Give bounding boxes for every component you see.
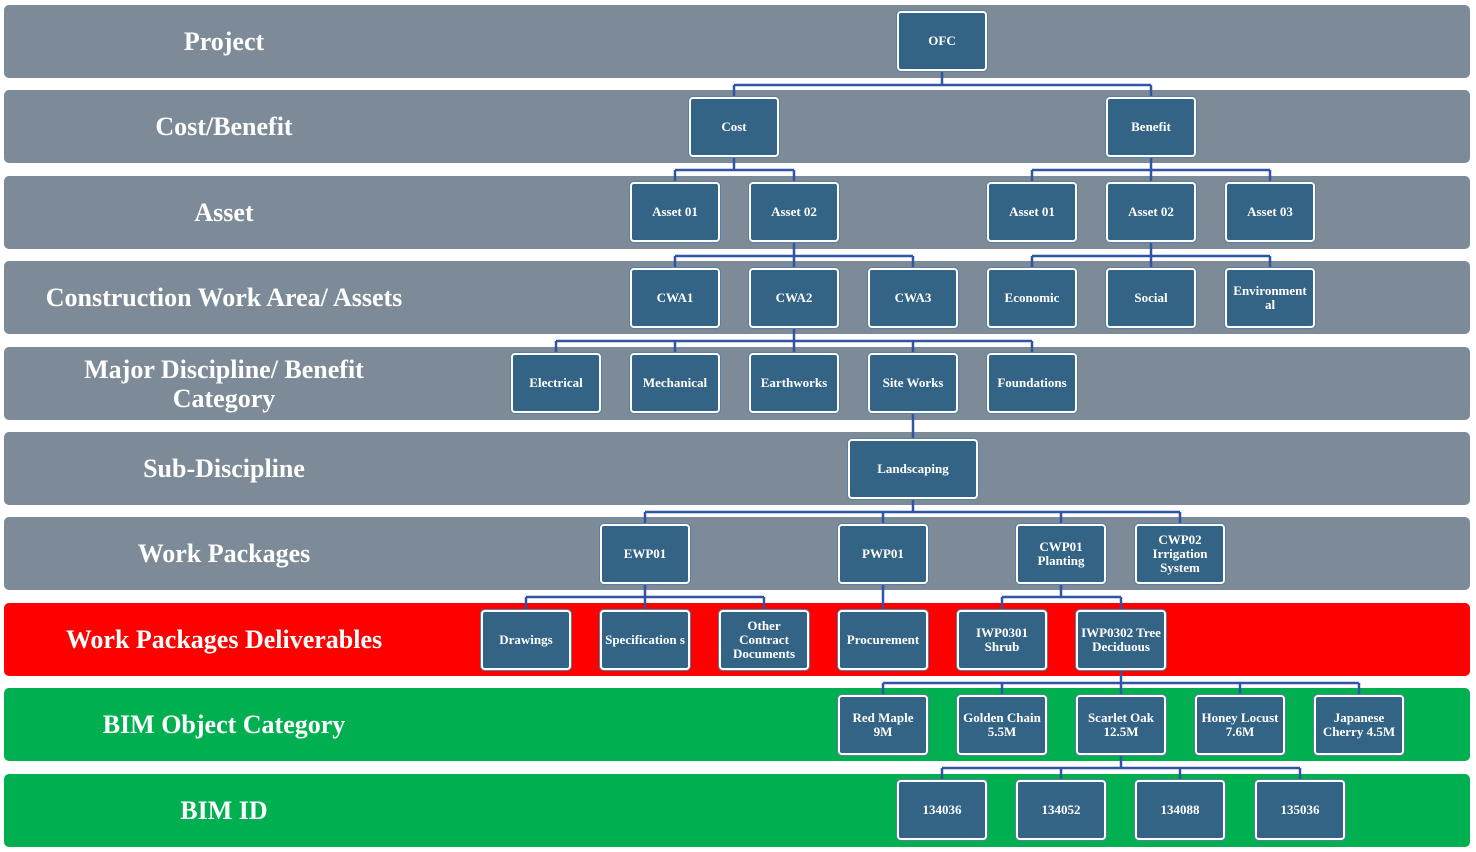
node-economic[interactable]: Economic: [987, 268, 1077, 328]
node-golden-chain[interactable]: Golden Chain 5.5M: [957, 695, 1047, 755]
node-honey-locust[interactable]: Honey Locust 7.6M: [1195, 695, 1285, 755]
level-label-cost-benefit: Cost/Benefit: [155, 112, 293, 141]
node-bim-134052[interactable]: 134052: [1016, 780, 1106, 840]
node-foundations[interactable]: Foundations: [987, 353, 1077, 413]
node-japanese-cherry[interactable]: Japanese Cherry 4.5M: [1314, 695, 1404, 755]
node-bim-135036[interactable]: 135036: [1255, 780, 1345, 840]
node-iwp0301-shrub[interactable]: IWP0301 Shrub: [957, 610, 1047, 670]
node-pwp01[interactable]: PWP01: [838, 524, 928, 584]
band-bim-id: [4, 774, 1470, 847]
level-label-bim-id: BIM ID: [180, 796, 268, 825]
node-landscaping[interactable]: Landscaping: [848, 439, 978, 499]
band-major-discipline: [4, 347, 1470, 420]
level-label-asset: Asset: [194, 198, 254, 227]
node-benefit-asset-01[interactable]: Asset 01: [987, 182, 1077, 242]
node-benefit[interactable]: Benefit: [1106, 97, 1196, 157]
node-cost-asset-01[interactable]: Asset 01: [630, 182, 720, 242]
node-red-maple[interactable]: Red Maple 9M: [838, 695, 928, 755]
level-label-work-packages: Work Packages: [137, 539, 311, 568]
level-label-work-packages-deliverables: Work Packages Deliverables: [65, 625, 383, 654]
node-iwp0302-tree-deciduous[interactable]: IWP0302 Tree Deciduous: [1076, 610, 1166, 670]
level-label-construction-work-area: Construction Work Area/ Assets: [45, 283, 403, 312]
node-site-works[interactable]: Site Works: [868, 353, 958, 413]
band-sub-discipline: [4, 432, 1470, 505]
node-social[interactable]: Social: [1106, 268, 1196, 328]
band-work-packages: [4, 517, 1470, 590]
band-project: [4, 5, 1470, 78]
node-bim-134036[interactable]: 134036: [897, 780, 987, 840]
node-benefit-asset-02[interactable]: Asset 02: [1106, 182, 1196, 242]
node-other-contract-documents[interactable]: Other Contract Documents: [719, 610, 809, 670]
node-procurement[interactable]: Procurement: [838, 610, 928, 670]
node-cost[interactable]: Cost: [689, 97, 779, 157]
node-cwp02-irrigation-system[interactable]: CWP02 Irrigation System: [1135, 524, 1225, 584]
level-label-project: Project: [183, 27, 265, 56]
level-label-major-discipline: Major Discipline/ Benefit Category: [84, 354, 364, 413]
node-benefit-asset-03[interactable]: Asset 03: [1225, 182, 1315, 242]
node-cwa3[interactable]: CWA3: [868, 268, 958, 328]
node-ofc[interactable]: OFC: [897, 11, 987, 71]
node-cwp01-planting[interactable]: CWP01 Planting: [1016, 524, 1106, 584]
node-earthworks[interactable]: Earthworks: [749, 353, 839, 413]
node-mechanical[interactable]: Mechanical: [630, 353, 720, 413]
node-bim-134088[interactable]: 134088: [1135, 780, 1225, 840]
node-cwa1[interactable]: CWA1: [630, 268, 720, 328]
node-cwa2[interactable]: CWA2: [749, 268, 839, 328]
node-environmental[interactable]: Environment al: [1225, 268, 1315, 328]
level-label-bim-object-category: BIM Object Category: [102, 710, 346, 739]
node-electrical[interactable]: Electrical: [511, 353, 601, 413]
node-drawings[interactable]: Drawings: [481, 610, 571, 670]
node-scarlet-oak[interactable]: Scarlet Oak 12.5M: [1076, 695, 1166, 755]
node-cost-asset-02[interactable]: Asset 02: [749, 182, 839, 242]
node-ewp01[interactable]: EWP01: [600, 524, 690, 584]
node-specifications[interactable]: Specification s: [600, 610, 690, 670]
level-label-sub-discipline: Sub-Discipline: [143, 454, 305, 483]
